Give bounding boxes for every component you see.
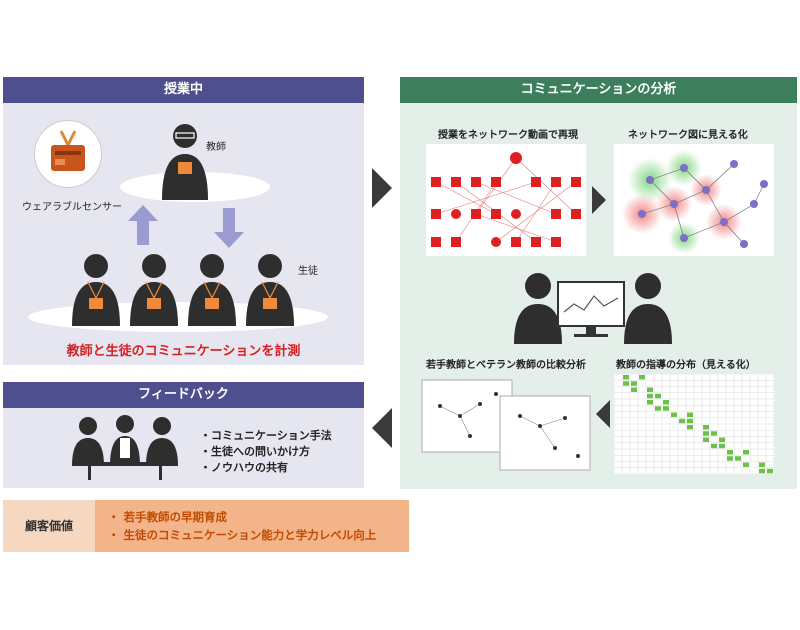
distribution-cell [631, 381, 637, 386]
feedback-item: コミュニケーション手法 [200, 428, 332, 444]
meeting-figure [70, 414, 180, 480]
arrow-left-small-icon [596, 400, 610, 428]
arrow-left-icon [372, 408, 392, 448]
distribution-cell [639, 375, 645, 380]
feedback-item: 生徒への問いかけ方 [200, 444, 332, 460]
distribution-cell [663, 400, 669, 405]
feedback-header: フィードバック [3, 382, 364, 408]
distribution-cell [743, 450, 749, 455]
distribution-cell [647, 393, 653, 399]
in-class-header: 授業中 [3, 77, 364, 103]
value-item: 若手教師の早期育成 [108, 508, 376, 526]
distribution-cell [679, 418, 685, 424]
arrow-down-icon [214, 208, 244, 248]
arrow-right-icon [372, 168, 392, 208]
distribution-cell [743, 462, 749, 467]
distribution-cell [687, 412, 693, 417]
comparison-label: 若手教師とベテラン教師の比較分析 [426, 360, 586, 371]
teacher-figure [160, 120, 210, 204]
distribution-cell [727, 456, 733, 461]
distribution-cell [767, 468, 773, 474]
feedback-item: ノウハウの共有 [200, 460, 332, 476]
distribution-cell [759, 468, 765, 474]
distribution-cell [647, 400, 653, 405]
network-video-label: 授業をネットワーク動画で再現 [438, 130, 578, 141]
wearable-sensor-label: ウェアラブルセンサー [22, 202, 122, 213]
distribution-cell [703, 425, 709, 430]
students-label: 生徒 [298, 266, 318, 277]
distribution-cell [623, 381, 629, 386]
distribution-graphic [613, 373, 775, 475]
distribution-cell [647, 387, 653, 392]
distribution-cell [671, 412, 677, 417]
teacher-label: 教師 [206, 142, 226, 153]
distribution-cell [703, 437, 709, 442]
distribution-cell [719, 437, 725, 442]
distribution-cell [703, 431, 709, 436]
distribution-cell [687, 418, 693, 424]
network-map-graphic [614, 144, 774, 256]
distribution-cell [759, 462, 765, 467]
analysts-figure [508, 268, 678, 344]
distribution-cell [623, 375, 629, 380]
network-video-graphic [426, 144, 586, 256]
value-list: 若手教師の早期育成 生徒のコミュニケーション能力と学力レベル向上 [108, 508, 377, 544]
value-label-box [3, 500, 95, 552]
network-map-label: ネットワーク図に見える化 [628, 130, 748, 141]
distribution-cell [655, 393, 661, 399]
distribution-cell [631, 387, 637, 392]
comparison-graphic [420, 376, 592, 476]
distribution-cell [663, 406, 669, 411]
distribution-label: 教師の指導の分布（見える化） [616, 360, 756, 371]
measurement-caption: 教師と生徒のコミュニケーションを計測 [66, 344, 301, 359]
feedback-list: コミュニケーション手法 生徒への問いかけ方 ノウハウの共有 [200, 428, 332, 476]
distribution-cell [655, 406, 661, 411]
arrow-up-icon [128, 205, 158, 245]
distribution-cell [687, 425, 693, 430]
distribution-cell [711, 443, 717, 449]
distribution-cell [711, 431, 717, 436]
value-item: 生徒のコミュニケーション能力と学力レベル向上 [108, 526, 377, 544]
distribution-cell [719, 443, 725, 449]
arrow-right-small-icon [592, 186, 606, 214]
distribution-cell [735, 456, 741, 461]
distribution-cell [727, 450, 733, 455]
wearable-sensor-image [34, 120, 102, 188]
value-label: 顧客価値 [24, 519, 73, 533]
analysis-header: コミュニケーションの分析 [400, 77, 797, 103]
students-group [70, 252, 300, 326]
